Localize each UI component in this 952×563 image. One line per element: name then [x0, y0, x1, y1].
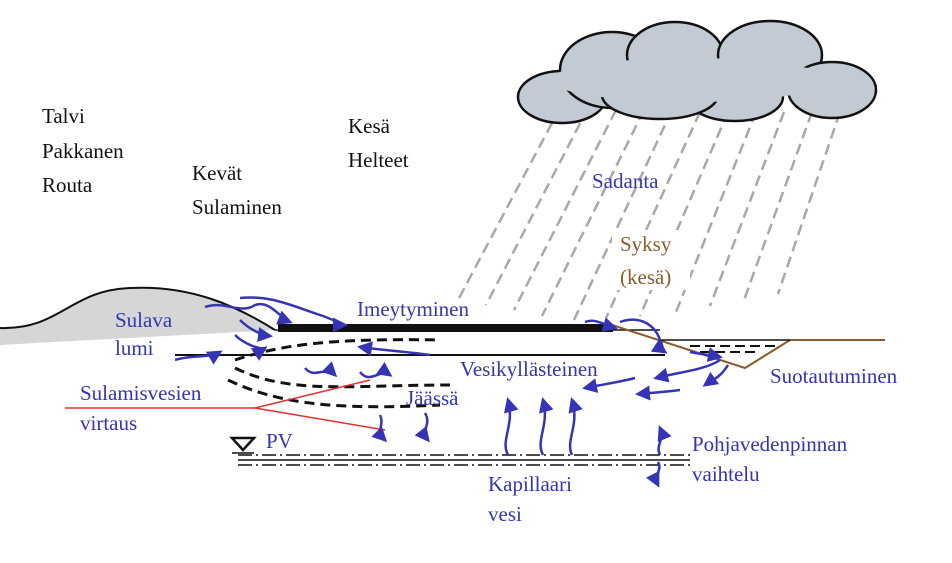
infiltration-label: Imeytyminen [357, 297, 469, 321]
ditch [611, 324, 885, 370]
winter-label-3: Routa [42, 173, 93, 197]
rain-cloud-fill [550, 58, 830, 102]
autumn-label-1: Syksy [620, 232, 672, 256]
road-pavement [278, 324, 613, 332]
drainage-label: Suotautuminen [770, 364, 898, 388]
winter-label-1: Talvi [42, 104, 85, 128]
groundwater-fluctuation-label-2: vaihtelu [692, 462, 760, 486]
meltwater-flow-label-1: Sulamisvesien [80, 381, 202, 405]
winter-label-2: Pakkanen [42, 139, 124, 163]
groundwater-level-icon [229, 436, 257, 452]
water-flow-arrows [174, 296, 730, 488]
groundwater-table [238, 454, 690, 466]
melting-snow-label-1: Sulava [115, 308, 173, 332]
groundwater-level-label: PV [266, 429, 293, 453]
spring-label-2: Sulaminen [192, 195, 282, 219]
saturated-label: Vesikyllästeinen [460, 357, 598, 381]
capillary-water-label-2: vesi [488, 502, 522, 526]
melting-snow [0, 287, 275, 345]
spring-label-1: Kevät [192, 161, 242, 185]
groundwater-fluctuation-label-1: Pohjavedenpinnan [692, 432, 848, 456]
autumn-label-2: (kesä) [620, 265, 671, 289]
summer-label-2: Helteet [348, 148, 409, 172]
frozen-label: Jäässä [406, 386, 459, 410]
summer-label-1: Kesä [348, 114, 391, 138]
melting-snow-label-2: lumi [115, 336, 154, 360]
precipitation-label: Sadanta [592, 169, 659, 193]
meltwater-flow-label-2: virtaus [80, 411, 137, 435]
capillary-water-label-1: Kapillaari [488, 472, 572, 496]
